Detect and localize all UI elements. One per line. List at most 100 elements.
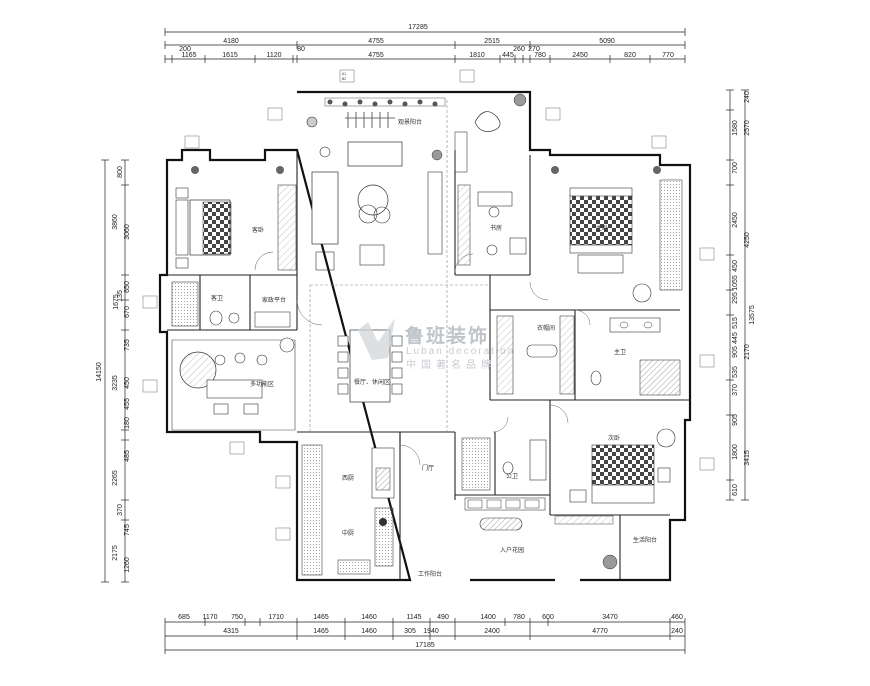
dim-right-b9: 535	[732, 366, 739, 378]
dim-right-a0: 240	[744, 91, 751, 103]
dim-left-c2: 370	[117, 504, 124, 516]
dim-left-c3: 745	[124, 524, 131, 536]
child-bedroom	[569, 428, 676, 504]
entrance-garden	[464, 497, 618, 570]
dim-left-total: 14150	[96, 362, 103, 382]
dim-top-total: 17285	[408, 24, 428, 31]
label-kitchen-chinese: 中厨	[342, 529, 354, 537]
tag-marker-n	[275, 527, 291, 541]
dim-bot-2: 750	[231, 614, 243, 621]
dim-left-a1: 3860	[112, 214, 119, 230]
label-hallway: 门厅	[422, 464, 434, 472]
dim-right-c2: 3415	[744, 450, 751, 466]
label-laundry: 家政平台	[262, 296, 286, 304]
watermark-brand: 鲁班装饰	[404, 324, 489, 347]
dim-right-a2: 2570	[744, 120, 751, 136]
dim-top-r2-6: 1810	[469, 52, 485, 59]
dim-left-b3: 670	[124, 306, 131, 318]
dim-top-r2-9: 270	[528, 46, 540, 53]
dim-left-c5: 1260	[124, 557, 131, 573]
label-guest-bedroom: 客卧	[252, 226, 264, 234]
dim-bot-10: 600	[542, 614, 554, 621]
dim-top-r2-10: 780	[534, 52, 546, 59]
label-service: 工作阳台	[418, 570, 442, 578]
dim-left-b4: 735	[124, 339, 131, 351]
dim-left-c1: 2265	[112, 470, 119, 486]
dim-left-c4: 2175	[112, 545, 119, 561]
tag-marker-h	[142, 379, 158, 393]
dim-bot-r2-3: 305	[404, 628, 416, 635]
dim-top-1: 4180	[223, 38, 239, 45]
dim-left-b8: 180	[124, 417, 131, 429]
label-garden-terrace: 观景阳台	[398, 118, 422, 126]
label-study: 书房	[490, 224, 502, 232]
label-master-bath: 主卫	[614, 348, 626, 356]
watermark-slogan: 中国著名品牌	[406, 358, 496, 371]
dim-left-b1: 135	[117, 290, 124, 302]
label-bathroom-a: 客卫	[211, 294, 223, 302]
dim-right-b8: 2170	[744, 344, 751, 360]
tag-marker-k	[699, 354, 715, 368]
dim-top-r2-8: 260	[513, 46, 525, 53]
master-closet	[496, 315, 575, 395]
dim-bot-total: 17185	[415, 642, 435, 649]
dim-left-b0: 1675	[113, 294, 120, 310]
dim-top-3: 2515	[484, 38, 500, 45]
tag-marker-g	[142, 295, 158, 309]
dim-right-b3: 1055	[732, 275, 739, 291]
dim-top-r2-1: 1165	[181, 52, 196, 59]
top-dimension-chain	[164, 28, 686, 63]
label-bathroom-b: 公卫	[506, 473, 518, 480]
dim-top-r2-3: 1120	[266, 52, 281, 59]
dim-bot-3: 1710	[268, 614, 284, 621]
label-child-bedroom: 次卧	[608, 434, 620, 442]
master-bedroom	[551, 166, 683, 303]
dim-right-a3: 700	[732, 162, 739, 174]
tag-marker-l	[699, 457, 715, 471]
label-balcony: 生活阳台	[633, 536, 657, 544]
dim-top-r2-5: 4755	[368, 52, 384, 59]
dim-bot-0: 685	[178, 614, 190, 621]
terrace-planters	[306, 93, 527, 173]
watermark-latin: Luban decoration	[406, 346, 515, 357]
dim-left-b5: 3235	[112, 375, 119, 391]
dim-bot-8: 1400	[480, 614, 496, 621]
dim-bot-r2-0: 4315	[223, 628, 239, 635]
tag-marker-c	[184, 135, 200, 149]
dim-left-a2: 3060	[124, 224, 131, 240]
dim-bot-7: 490	[437, 614, 449, 621]
dim-bot-12: 460	[671, 614, 683, 621]
watermark: 鲁班装饰 Luban decoration 中国著名品牌	[358, 318, 515, 371]
public-bathroom	[461, 437, 547, 491]
tag-marker-a: A1 B2	[339, 69, 355, 83]
tag-marker-f	[651, 135, 667, 149]
dim-top-2: 4755	[368, 38, 384, 45]
guest-bedroom	[175, 166, 297, 271]
label-multifunction: 多功能区	[250, 380, 274, 388]
dim-bot-4: 1465	[313, 614, 329, 621]
label-kitchen-west: 西厨	[342, 475, 354, 482]
dim-bot-1: 1170	[202, 614, 217, 621]
label-master-closet: 衣帽间	[537, 324, 555, 332]
bottom-dimension-chain	[164, 618, 686, 654]
dim-bot-r2-1: 1465	[313, 628, 329, 635]
multifunction-room	[171, 337, 296, 431]
zone-dashed-lines	[309, 100, 490, 432]
dim-top-4: 5090	[599, 38, 615, 45]
dim-top-r2-2: 1615	[222, 52, 238, 59]
dim-top-r2-0: 200	[179, 46, 191, 53]
dim-right-c0: 905	[732, 414, 739, 426]
dim-right-a1: 1580	[732, 120, 739, 136]
dim-bot-r2-7: 240	[671, 628, 683, 635]
dim-left-b2: 650	[124, 281, 131, 293]
master-bath	[590, 317, 681, 396]
dim-right-c3: 610	[732, 484, 739, 496]
dim-bot-r2-2: 1460	[361, 628, 377, 635]
dim-left-b6: 450	[124, 377, 131, 389]
dim-left-a0: 800	[117, 166, 124, 178]
dim-top-r2-11: 2450	[572, 52, 588, 59]
dim-bot-5: 1460	[361, 614, 377, 621]
label-dining: 餐厅、休闲区	[354, 378, 390, 386]
